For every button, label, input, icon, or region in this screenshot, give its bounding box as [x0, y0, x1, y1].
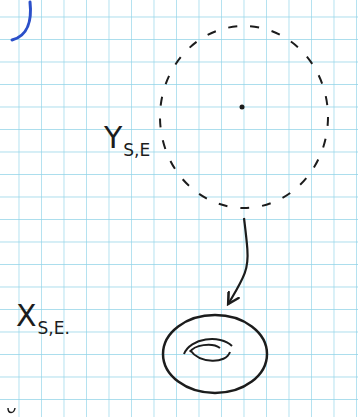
- stray-mark: [8, 408, 15, 413]
- torus-outline: [160, 312, 270, 396]
- torus-outer: [163, 315, 267, 393]
- ink-stroke: [12, 2, 30, 40]
- center-dot: [240, 105, 245, 110]
- set-label: XS,E.: [16, 298, 70, 333]
- set-symbol: Y: [104, 120, 122, 155]
- arrow-connector: [228, 218, 247, 304]
- circle-outline: [156, 22, 332, 212]
- torus-shape: XS,E.: [160, 312, 270, 396]
- set-label: YS,E: [104, 120, 150, 155]
- set-subscript: S,E: [123, 140, 150, 160]
- set-subscript: S,E.: [38, 318, 70, 338]
- dashed-circle: YS,E: [156, 22, 332, 212]
- dashed-outline: [160, 26, 328, 208]
- set-symbol: X: [16, 298, 37, 333]
- torus-hole: [184, 339, 232, 361]
